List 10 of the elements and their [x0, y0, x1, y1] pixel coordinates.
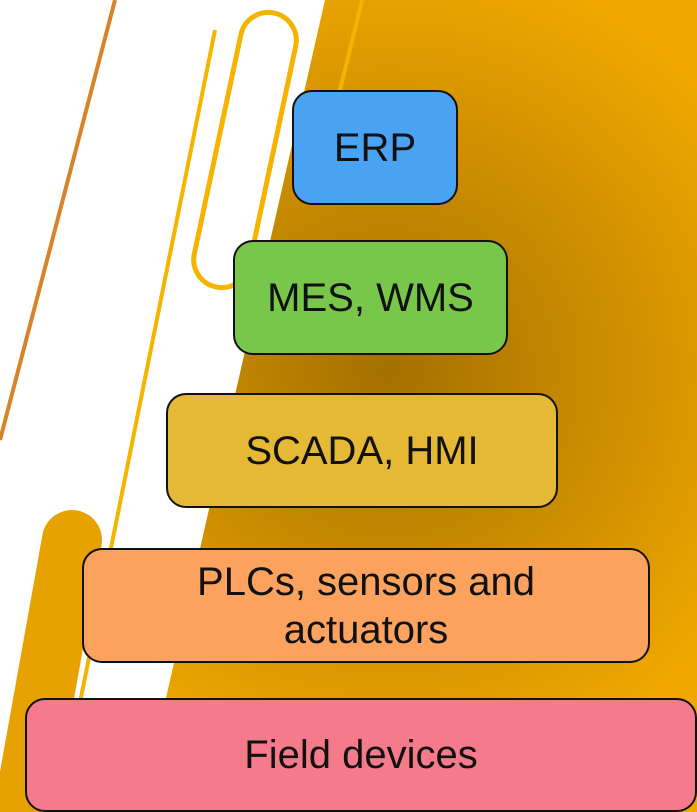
layer-box	[25, 698, 697, 812]
layer-box	[82, 548, 650, 663]
layer-label: SCADA, HMI	[245, 428, 479, 474]
layer-label: Field devices	[244, 732, 478, 779]
layer-box	[292, 90, 458, 205]
layer-box	[233, 240, 508, 355]
layer-label: ERP	[334, 124, 416, 172]
layer-box	[166, 393, 558, 508]
layer-label: PLCs, sensors and actuators	[196, 558, 536, 654]
layer-label: MES, WMS	[267, 274, 474, 322]
